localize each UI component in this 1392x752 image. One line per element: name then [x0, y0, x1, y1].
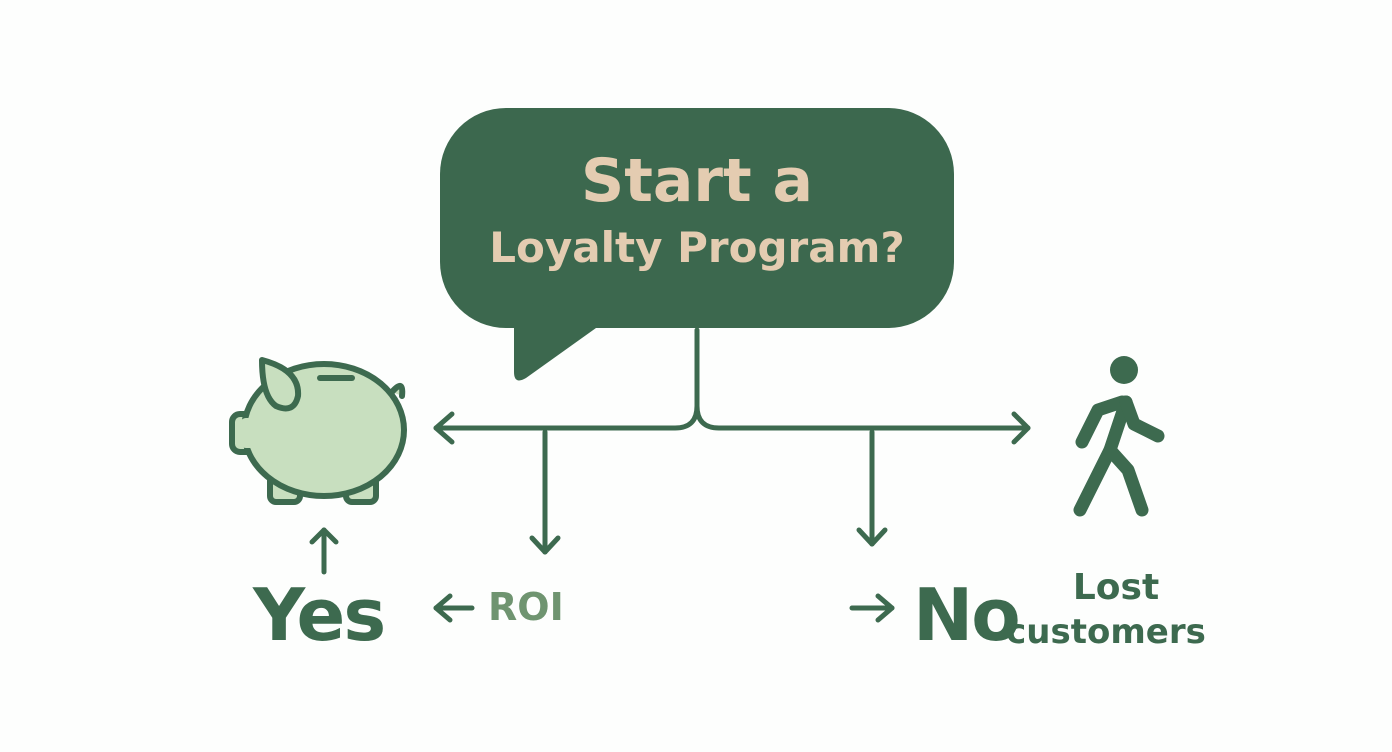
arrow-right-head — [1011, 411, 1031, 445]
roi-arrow-head — [433, 593, 453, 623]
roi-label: ROI — [488, 585, 564, 629]
lost-customers-line-2: customers — [1006, 612, 1206, 652]
lost-customers-line-1: Lost — [1072, 567, 1160, 608]
arrow-left-head — [433, 411, 455, 445]
question-bubble — [440, 108, 954, 381]
right-branch-line — [694, 403, 1031, 431]
down-arrow-no-head — [856, 527, 888, 547]
piggy-bank-icon — [229, 357, 407, 505]
up-arrow-yes-head — [309, 527, 339, 545]
no-arrow-head — [875, 593, 895, 623]
yes-label: Yes — [253, 573, 386, 657]
lost-customers-label: Lost customers — [1000, 566, 1212, 654]
walking-person-icon — [1073, 356, 1165, 517]
no-label: No — [913, 573, 1021, 657]
down-arrow-roi-head — [529, 535, 561, 555]
question-line-1: Start a — [580, 146, 814, 216]
question-line-2: Loyalty Program? — [489, 223, 905, 272]
connector-lines — [309, 327, 1031, 623]
